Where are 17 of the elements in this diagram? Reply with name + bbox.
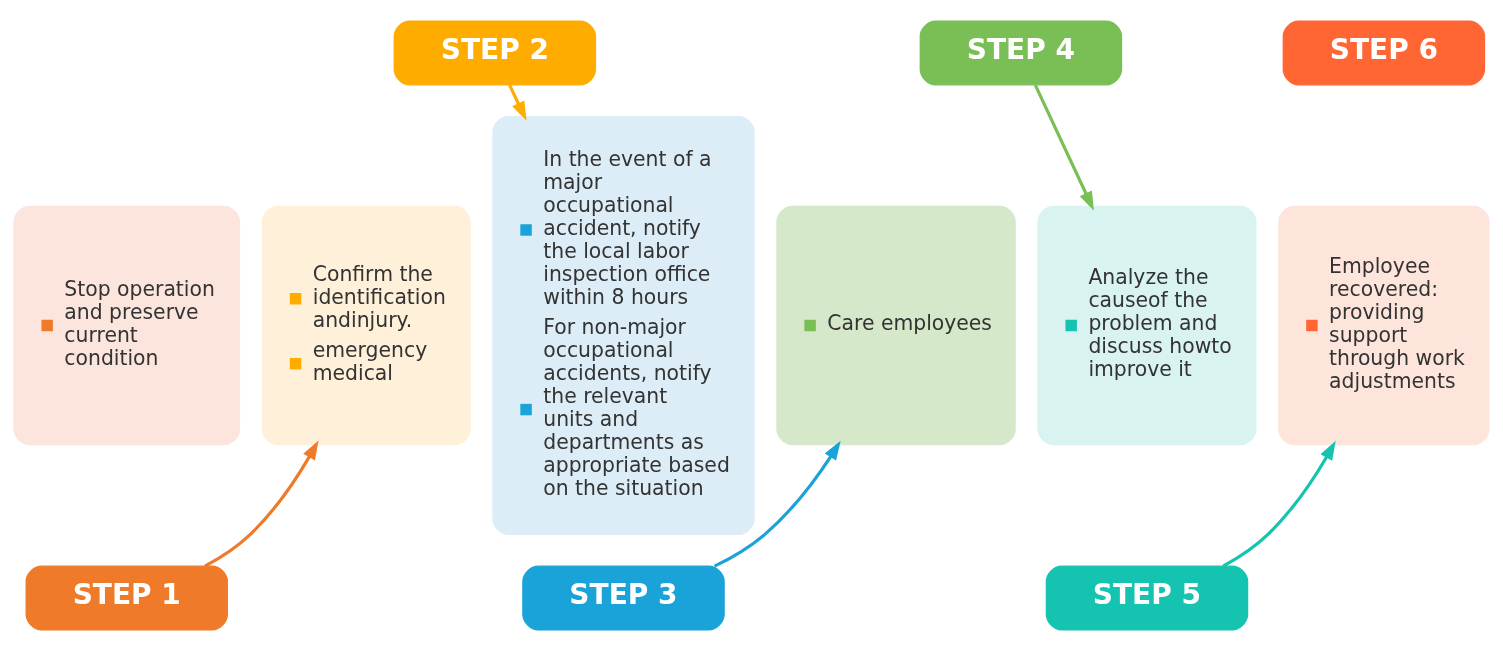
node-box: Employee recovered: providing support through work adjustments bbox=[1278, 205, 1490, 446]
node-box: STEP 5 bbox=[1045, 565, 1249, 631]
node-box: Care employees bbox=[776, 205, 1016, 446]
arrow bbox=[508, 84, 527, 121]
node-box: STEP 6 bbox=[1282, 20, 1486, 86]
node-box: Stop operation and preserve current condition bbox=[13, 205, 241, 446]
arrow bbox=[1033, 84, 1094, 211]
node-box: STEP 1 bbox=[25, 565, 229, 631]
node-box: STEP 4 bbox=[919, 20, 1123, 86]
arrow bbox=[1222, 440, 1336, 568]
arrow bbox=[204, 440, 319, 568]
node-box: STEP 3 bbox=[522, 565, 725, 631]
node-box: Confirm the identification andinjury. emergency medical bbox=[261, 205, 471, 446]
arrow bbox=[713, 440, 841, 568]
node-box: STEP 2 bbox=[393, 20, 597, 86]
node-box: Analyze the causeof the problem and discuss howto improve it bbox=[1037, 205, 1257, 446]
node-box: In the event of a major occupational accident, notify the local labor inspection office within 8 hours For non-major occupational accidents, notify the relevant units and departments as appropriate based on the situation bbox=[492, 116, 755, 535]
